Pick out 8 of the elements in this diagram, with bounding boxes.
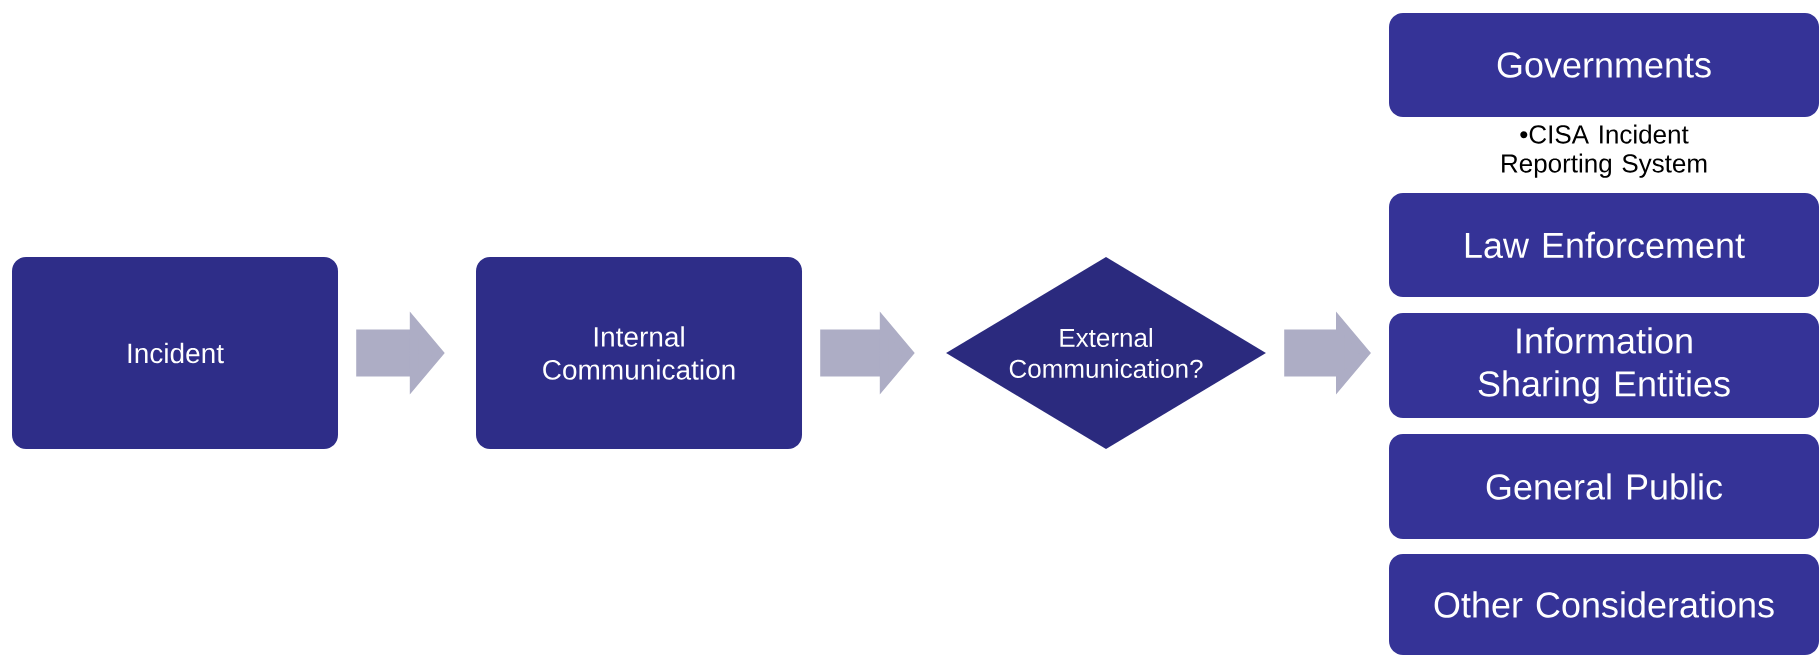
process-box: General Public — [1389, 434, 1819, 539]
bullet-note: •CISA Incident Reporting System — [1502, 124, 1707, 178]
process-box: Governments — [1389, 13, 1819, 117]
process-box: Incident — [12, 257, 338, 449]
process-box: Law Enforcement — [1389, 193, 1819, 297]
process-box: Internal Communication — [476, 257, 802, 449]
process-box: Other Considerations — [1389, 554, 1819, 655]
process-box: Information Sharing Entities — [1389, 313, 1819, 418]
